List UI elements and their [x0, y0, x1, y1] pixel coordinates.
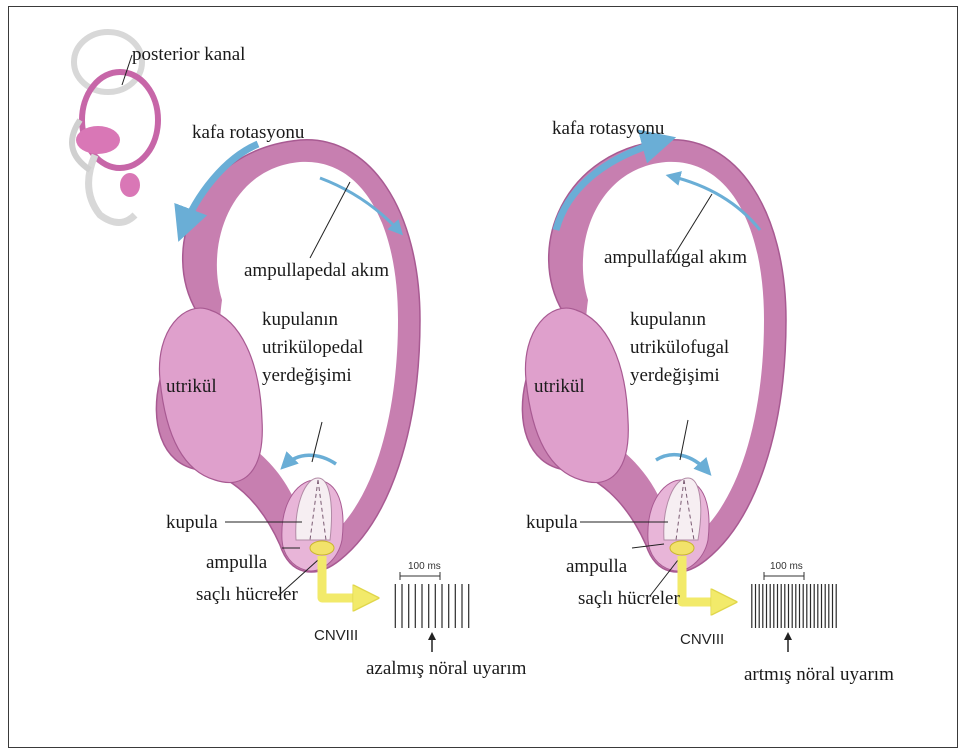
neural-label-right: artmış nöral uyarım — [744, 664, 894, 685]
spike-train-left — [395, 572, 468, 628]
ampulla-label-right: ampulla — [566, 556, 628, 577]
nerve-label-left: CNVIII — [314, 627, 358, 644]
neural-pointer-head-left — [428, 632, 436, 640]
utricle-label-right: utrikül — [534, 376, 585, 397]
displacement-label-right-1: kupulanın — [630, 309, 706, 330]
flow-label-right: ampullafugal akım — [604, 247, 747, 268]
hair-cells-label-right: saçlı hücreler — [578, 588, 680, 609]
hair-cells-left — [310, 541, 334, 555]
displacement-label-left-1: kupulanın — [262, 309, 338, 330]
hair-cells-label-left: saçlı hücreler — [196, 584, 298, 605]
displacement-label-left-3: yerdeğişimi — [262, 365, 352, 386]
cupula-label-left: kupula — [166, 512, 218, 533]
time-scale-left: 100 ms — [408, 561, 441, 572]
spike-train-right — [752, 572, 836, 628]
head-rotation-label-left: kafa rotasyonu — [192, 122, 305, 143]
neural-label-left: azalmış nöral uyarım — [366, 658, 527, 679]
cupula-label-right: kupula — [526, 512, 578, 533]
displacement-label-right-3: yerdeğişimi — [630, 365, 720, 386]
neural-pointer-head-right — [784, 632, 792, 640]
head-rotation-label-right: kafa rotasyonu — [552, 118, 665, 139]
nerve-label-right: CNVIII — [680, 631, 724, 648]
utricle-label-left: utrikül — [166, 376, 217, 397]
displacement-label-right-2: utrikülofugal — [630, 337, 729, 358]
hair-cells-right — [670, 541, 694, 555]
ampulla-label-left: ampulla — [206, 552, 268, 573]
time-scale-right: 100 ms — [770, 561, 803, 572]
posterior-canal-label: posterior kanal — [132, 44, 245, 65]
flow-label-left: ampullapedal akım — [244, 260, 389, 281]
displacement-label-left-2: utrikülopedal — [262, 337, 363, 358]
